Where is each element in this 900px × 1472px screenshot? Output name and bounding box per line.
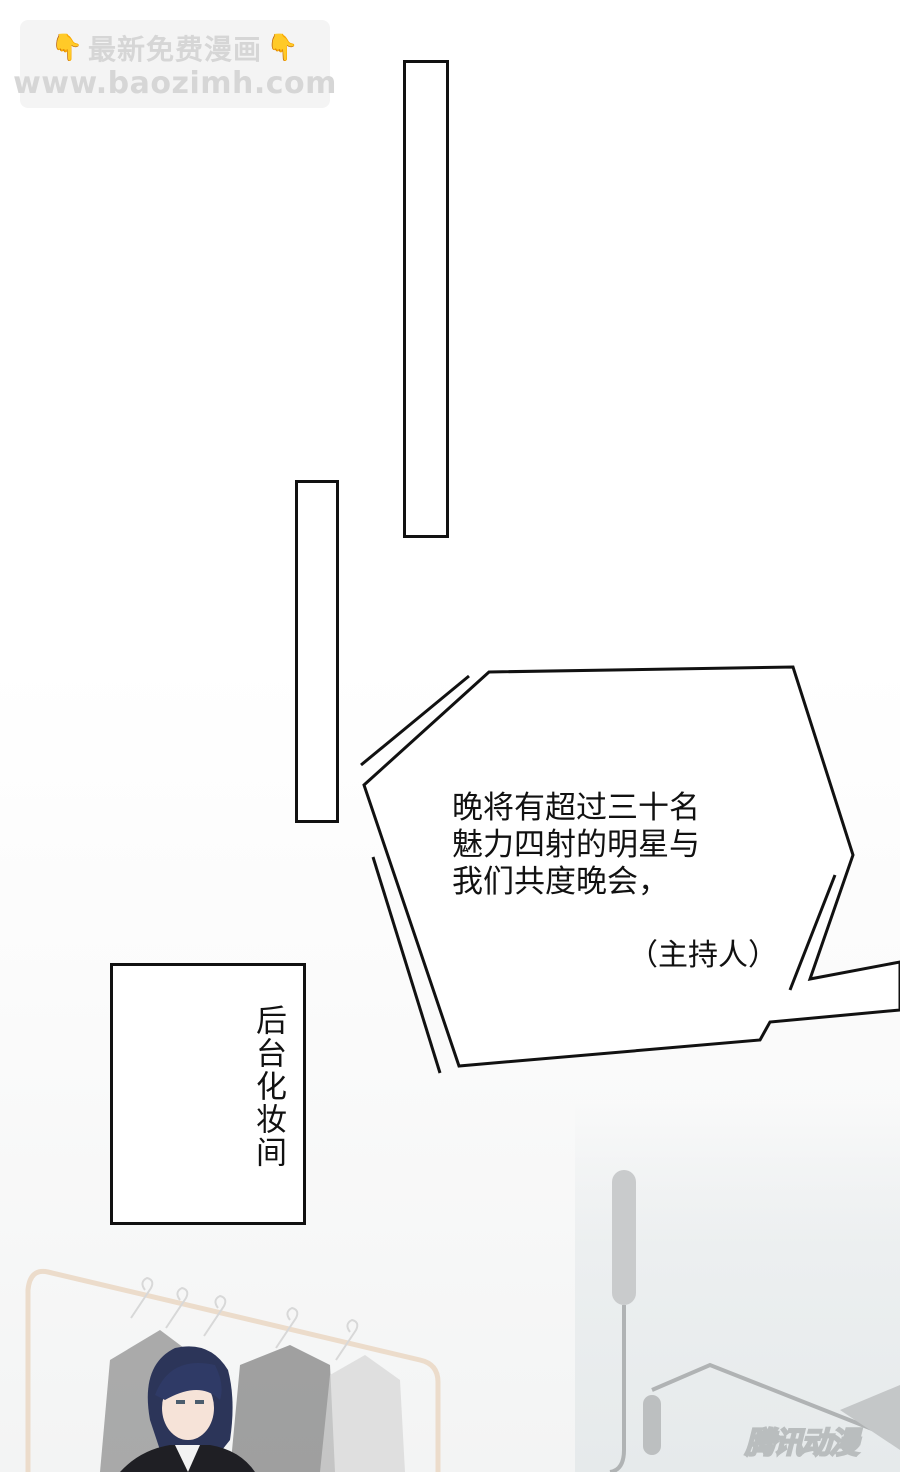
speech-line: 魅力四射的明星与 [452,827,700,863]
speech-line: 晚将有超过三十名 [452,790,700,826]
lamp-stand-icon [609,1170,900,1472]
publisher-logo: 腾讯动漫 [744,1425,860,1462]
speaker-label: （主持人） [628,938,778,973]
location-caption-box: 后台化妆间 [110,963,306,1225]
location-caption-text: 后台化妆间 [250,1004,286,1169]
scene-illustration [25,1170,900,1472]
watermark-url: www.baozimh.com [13,65,337,101]
clothes-rack-icon [25,1268,441,1472]
speech-line: 我们共度晚会， [452,864,669,900]
pointing-down-hand-icon: 👇 [266,32,300,63]
pointing-down-hand-icon: 👇 [50,32,84,63]
site-watermark: 👇 最新免费漫画 👇 www.baozimh.com [13,20,336,108]
speech-bubble-text: 晚将有超过三十名 魅力四射的明星与 我们共度晚会， [452,790,752,901]
panel-frame-tall [403,60,449,538]
watermark-title: 最新免费漫画 [87,32,262,66]
character-avatar [120,1346,255,1472]
watermark-title-row: 👇 最新免费漫画 👇 [51,28,300,68]
panel-frame-short [295,480,339,823]
hangers-icon [130,1276,359,1361]
